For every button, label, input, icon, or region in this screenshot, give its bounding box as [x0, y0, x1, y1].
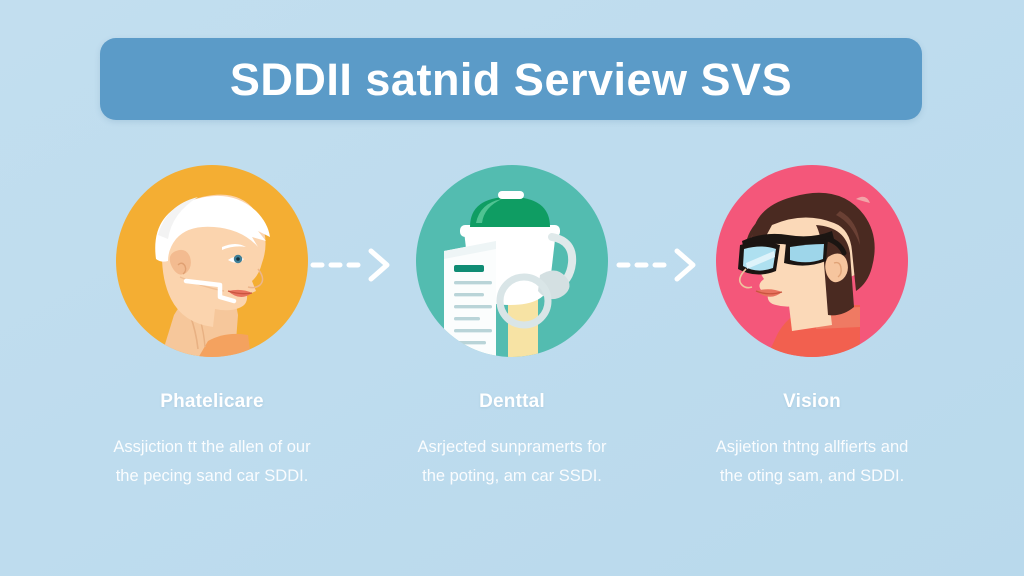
dashed-arrow-right-icon: [615, 247, 707, 283]
column-body: Asjietion thtng allfierts and the oting …: [677, 433, 947, 491]
senior-profile-face-icon: [116, 165, 308, 357]
column-body-line: the oting sam, and SDDI.: [719, 466, 905, 485]
column-body-line: Asjietion thtng allfierts and: [715, 438, 909, 456]
column-denttal: Denttal Asrjected sunpramerts for the po…: [362, 150, 662, 491]
column-body-line: the poting, am car SSDI.: [422, 466, 602, 485]
column-heading: Phatelicare: [160, 391, 264, 412]
column-heading: Vision: [783, 391, 841, 412]
column-body: Assjiction tt the allen of our the pecin…: [77, 433, 347, 491]
title-banner: SDDII satnid Serview SVS: [100, 38, 922, 120]
column-body-line: Asrjected sunpramerts for: [417, 438, 607, 456]
dashed-arrow-right-icon: [309, 247, 401, 283]
dental-document-kit-icon: [416, 165, 608, 357]
columns-row: Phatelicare Assjiction tt the allen of o…: [0, 150, 1024, 530]
column-vision: Vision Asjietion thtng allfierts and the…: [662, 150, 962, 491]
column-body: Asrjected sunpramerts for the poting, am…: [377, 433, 647, 491]
column-body-line: the pecing sand car SDDI.: [115, 466, 309, 485]
eyeglasses-profile-face-icon: [716, 165, 908, 357]
column-body-line: Assjiction tt the allen of our: [113, 438, 311, 456]
column-heading: Denttal: [479, 391, 545, 412]
column-phatelicare: Phatelicare Assjiction tt the allen of o…: [62, 150, 362, 491]
page-title: SDDII satnid Serview SVS: [229, 53, 793, 105]
